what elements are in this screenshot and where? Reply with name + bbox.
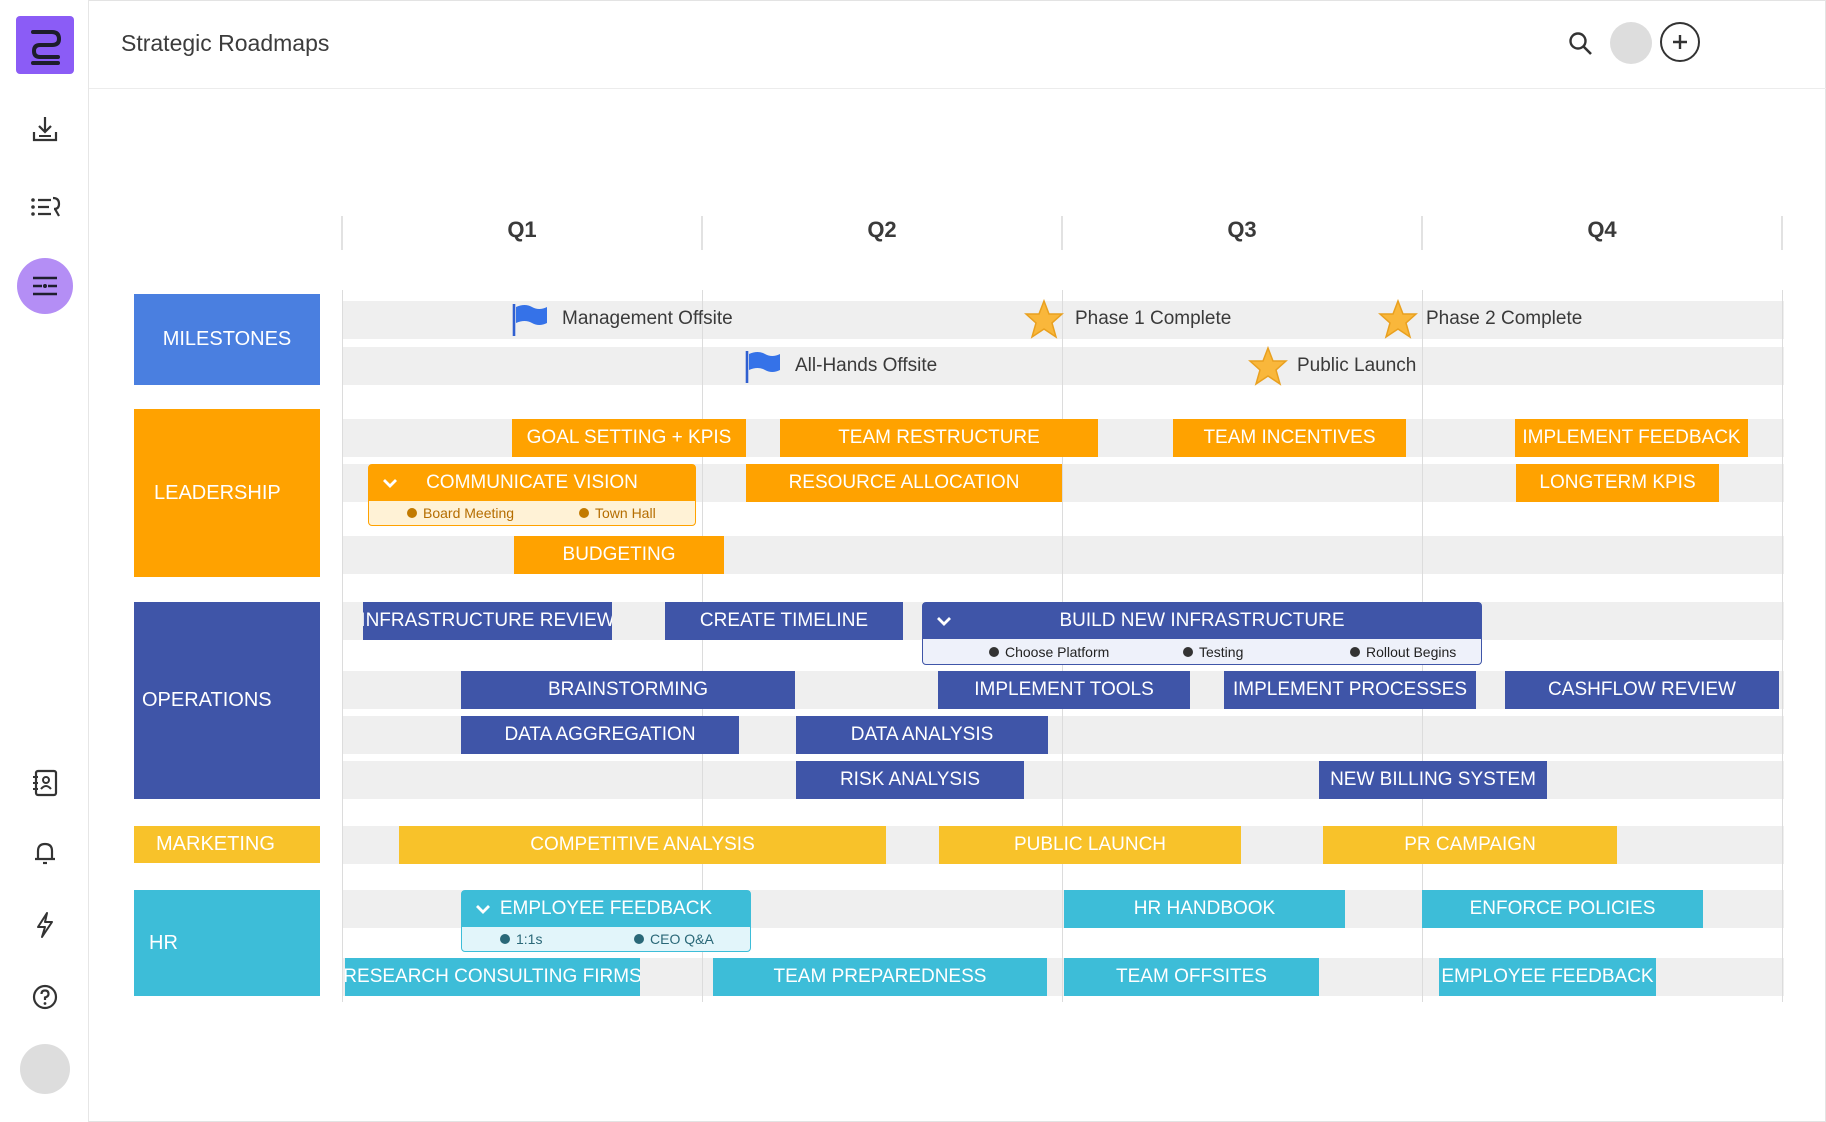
task-bar[interactable]: EMPLOYEE FEEDBACK — [1439, 958, 1656, 996]
roadmap-icon[interactable] — [17, 258, 73, 314]
chevron-down-icon[interactable] — [474, 900, 492, 918]
subtask[interactable]: Testing — [1183, 644, 1243, 660]
star-icon — [1248, 345, 1288, 391]
subtask[interactable]: 1:1s — [500, 931, 542, 947]
row-band — [342, 301, 1784, 339]
help-icon[interactable] — [22, 974, 68, 1020]
subtask[interactable]: Board Meeting — [407, 505, 514, 521]
task-bar[interactable]: NEW BILLING SYSTEM — [1319, 761, 1547, 799]
task-group-header[interactable]: BUILD NEW INFRASTRUCTURE — [923, 603, 1481, 639]
task-bar[interactable]: TEAM OFFSITES — [1064, 958, 1319, 996]
task-bar[interactable]: COMPETITIVE ANALYSIS — [399, 826, 886, 864]
quarter-q3: Q3 — [1227, 217, 1257, 242]
task-bar[interactable]: TEAM INCENTIVES — [1173, 419, 1406, 457]
milestone-label[interactable]: All-Hands Offsite — [795, 355, 938, 376]
task-group-communicate-vision[interactable]: COMMUNICATE VISION Board Meeting Town Ha… — [368, 464, 696, 526]
contacts-icon[interactable] — [22, 760, 68, 806]
star-icon — [1378, 298, 1418, 344]
task-bar[interactable]: TEAM PREPAREDNESS — [713, 958, 1047, 996]
list-icon[interactable] — [22, 184, 68, 230]
task-bar[interactable]: PUBLIC LAUNCH — [939, 826, 1241, 864]
quarter-divider — [1421, 216, 1423, 250]
task-bar[interactable]: BUDGETING — [514, 536, 724, 574]
search-icon[interactable] — [1567, 30, 1595, 58]
category-marketing[interactable]: MARKETING — [134, 826, 320, 863]
star-icon — [1024, 298, 1064, 344]
grid-line — [342, 290, 343, 1002]
quarter-divider — [701, 216, 703, 250]
task-bar[interactable]: CREATE TIMELINE — [665, 602, 903, 640]
task-group-header[interactable]: EMPLOYEE FEEDBACK — [462, 891, 750, 927]
task-bar[interactable]: RESOURCE ALLOCATION — [746, 464, 1062, 502]
grid-line — [1782, 290, 1783, 1002]
chevron-down-icon[interactable] — [935, 612, 953, 630]
task-bar[interactable]: HR HANDBOOK — [1064, 890, 1345, 928]
quarter-divider — [1061, 216, 1063, 250]
task-group-employee-feedback[interactable]: EMPLOYEE FEEDBACK 1:1s CEO Q&A — [461, 890, 751, 952]
task-bar[interactable]: DATA AGGREGATION — [461, 716, 739, 754]
quarter-q4: Q4 — [1587, 217, 1617, 242]
milestone-label[interactable]: Management Offsite — [562, 308, 733, 329]
task-group-label: EMPLOYEE FEEDBACK — [499, 898, 713, 919]
subtask[interactable]: CEO Q&A — [634, 931, 714, 947]
grid-line — [702, 290, 703, 1002]
add-button[interactable] — [1660, 22, 1700, 62]
category-operations[interactable]: OPERATIONS — [134, 602, 320, 799]
task-group-label: COMMUNICATE VISION — [426, 472, 638, 493]
milestone-label[interactable]: Phase 1 Complete — [1075, 308, 1232, 329]
category-hr[interactable]: HR — [134, 890, 320, 996]
row-band — [342, 761, 1784, 799]
lightning-icon[interactable] — [22, 902, 68, 948]
task-bar[interactable]: RESEARCH CONSULTING FIRMS — [345, 958, 640, 996]
page-title: Strategic Roadmaps — [121, 30, 330, 56]
category-milestones[interactable]: MILESTONES — [134, 294, 320, 385]
milestone-label[interactable]: Public Launch — [1297, 355, 1417, 376]
task-bar[interactable]: RISK ANALYSIS — [796, 761, 1024, 799]
bell-icon[interactable] — [22, 830, 68, 876]
sidebar — [0, 0, 89, 1122]
subtask[interactable]: Rollout Begins — [1350, 644, 1456, 660]
task-bar[interactable]: IMPLEMENT PROCESSES — [1224, 671, 1476, 709]
quarter-q2: Q2 — [867, 217, 897, 242]
row-band — [342, 347, 1784, 385]
task-bar[interactable]: INFRASTRUCTURE REVIEW — [363, 602, 612, 640]
header: Strategic Roadmaps — [89, 0, 1826, 89]
task-bar[interactable]: LONGTERM KPIS — [1516, 464, 1719, 502]
task-bar[interactable]: BRAINSTORMING — [461, 671, 795, 709]
task-bar[interactable]: PR CAMPAIGN — [1323, 826, 1617, 864]
download-icon[interactable] — [22, 106, 68, 152]
task-bar[interactable]: DATA ANALYSIS — [796, 716, 1048, 754]
header-avatar[interactable] — [1610, 22, 1652, 64]
subtask[interactable]: Town Hall — [579, 505, 656, 521]
quarter-divider — [341, 216, 343, 250]
flag-icon — [511, 302, 549, 341]
chevron-down-icon[interactable] — [381, 474, 399, 492]
user-avatar[interactable] — [20, 1044, 70, 1094]
task-bar[interactable]: CASHFLOW REVIEW — [1505, 671, 1779, 709]
milestone-label[interactable]: Phase 2 Complete — [1426, 308, 1583, 329]
quarter-q1: Q1 — [507, 217, 537, 242]
app-logo[interactable] — [16, 16, 74, 74]
category-leadership[interactable]: LEADERSHIP — [134, 409, 320, 577]
task-bar[interactable]: TEAM RESTRUCTURE — [780, 419, 1098, 457]
quarter-divider — [1781, 216, 1783, 250]
task-group-label: BUILD NEW INFRASTRUCTURE — [1059, 610, 1345, 631]
plus-icon — [1673, 35, 1687, 49]
task-bar[interactable]: IMPLEMENT FEEDBACK — [1515, 419, 1748, 457]
task-group-header[interactable]: COMMUNICATE VISION — [369, 465, 695, 501]
flag-icon — [744, 349, 782, 388]
subtask[interactable]: Choose Platform — [989, 644, 1109, 660]
task-bar[interactable]: GOAL SETTING + KPIS — [512, 419, 746, 457]
task-group-build-new-infrastructure[interactable]: BUILD NEW INFRASTRUCTURE Choose Platform… — [922, 602, 1482, 665]
task-bar[interactable]: IMPLEMENT TOOLS — [938, 671, 1190, 709]
task-bar[interactable]: ENFORCE POLICIES — [1422, 890, 1703, 928]
